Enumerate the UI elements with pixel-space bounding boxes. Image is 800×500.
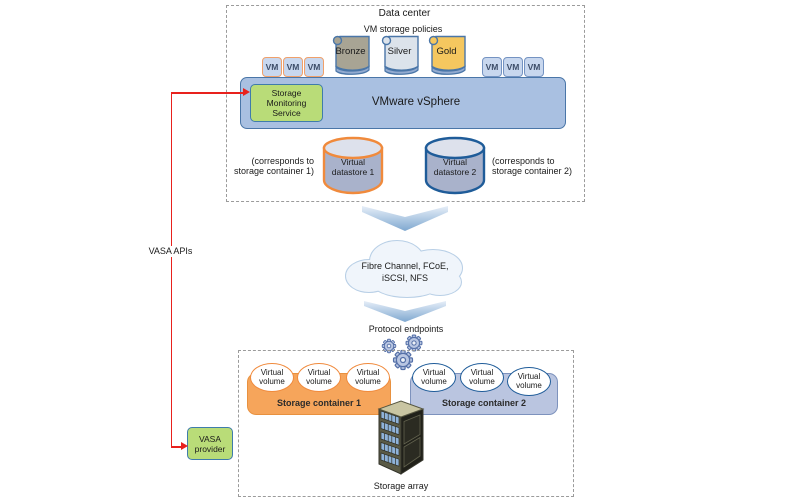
vm-box: VM <box>524 57 544 77</box>
virtual-datastore-2-cylinder-icon <box>424 136 486 195</box>
storage-array-box <box>238 350 574 497</box>
cloud-protocols-text: Fibre Channel, FCoE, iSCSI, NFS <box>361 261 449 283</box>
storage-array-label: Storage array <box>373 481 429 491</box>
virtual-volume: Virtual volume <box>297 363 341 392</box>
virtual-volume: Virtual volume <box>412 363 456 392</box>
down-arrow-icon <box>362 206 448 231</box>
vm-box: VM <box>304 57 324 77</box>
vsphere-label: VMware vSphere <box>371 96 461 108</box>
policy-label-gold: Gold <box>436 46 457 57</box>
storage-array-rack-icon <box>377 400 425 475</box>
arrowhead-to-sms-icon <box>243 88 250 97</box>
virtual-datastore-2-label: Virtual datastore 2 <box>433 157 477 177</box>
vm-box: VM <box>283 57 303 77</box>
datastore-2-note: (corresponds to storage container 2) <box>492 156 573 176</box>
policy-scroll-silver-icon <box>381 35 419 75</box>
vasa-provider-box: VASA provider <box>187 427 233 460</box>
datacenter-box <box>226 5 585 202</box>
datacenter-title: Data center <box>378 8 431 19</box>
storage-monitoring-service-box: Storage Monitoring Service <box>250 84 323 122</box>
vm-storage-policies-title: VM storage policies <box>363 24 443 34</box>
datastore-1-note: (corresponds to storage container 1) <box>233 156 314 176</box>
virtual-volume: Virtual volume <box>507 367 551 396</box>
protocol-endpoints-label: Protocol endpoints <box>368 324 444 334</box>
vasa-api-line-to-provider <box>171 446 181 448</box>
network-cloud-icon <box>345 240 463 298</box>
vasa-provider-label: VASA provider <box>194 433 226 454</box>
virtual-volume: Virtual volume <box>250 363 294 392</box>
storage-container-2-label: Storage container 2 <box>441 398 527 408</box>
virtual-datastore-1-cylinder-icon <box>322 136 384 195</box>
policy-scroll-gold-icon <box>428 35 466 75</box>
policy-label-bronze: Bronze <box>335 46 366 57</box>
vm-box: VM <box>503 57 523 77</box>
virtual-volume: Virtual volume <box>346 363 390 392</box>
virtual-volume: Virtual volume <box>460 363 504 392</box>
policy-label-silver: Silver <box>387 46 412 57</box>
vm-box: VM <box>262 57 282 77</box>
storage-monitoring-service-label: Storage Monitoring Service <box>266 88 307 118</box>
arrowhead-to-provider-icon <box>181 442 188 451</box>
vasa-api-line-vertical <box>170 92 172 447</box>
policy-scroll-bronze-icon <box>332 35 370 75</box>
vasa-api-line-to-sms <box>171 92 243 94</box>
virtual-datastore-1-label: Virtual datastore 1 <box>331 157 375 177</box>
storage-container-1-label: Storage container 1 <box>276 398 362 408</box>
down-arrow-icon <box>364 301 446 322</box>
vm-box: VM <box>482 57 502 77</box>
vasa-apis-label: VASA APIs <box>142 246 199 257</box>
